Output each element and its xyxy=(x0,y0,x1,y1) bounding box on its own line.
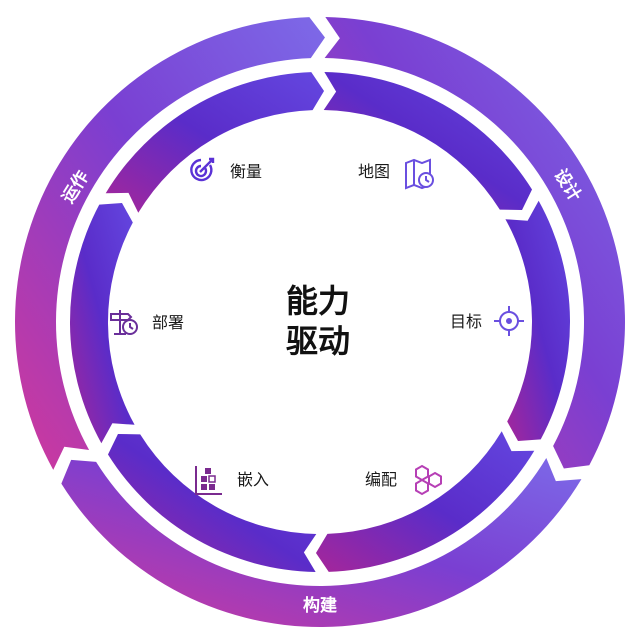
center-title-line2: 驱动 xyxy=(286,322,350,360)
inner-ring xyxy=(70,72,570,572)
inner-segment-measure xyxy=(105,72,325,213)
step-measure-label: 衡量 xyxy=(230,162,262,181)
outer-ring xyxy=(15,17,625,627)
inner-segment-embed xyxy=(107,433,317,572)
step-embed-label: 嵌入 xyxy=(237,470,269,489)
chart-blocks-icon xyxy=(195,466,222,495)
inner-segment-goal xyxy=(505,200,570,441)
step-orchestrate-label: 编配 xyxy=(365,470,397,489)
outer-segment-design xyxy=(324,17,625,469)
outer-segment-build xyxy=(61,457,582,627)
center-title-line1: 能力 xyxy=(286,282,350,320)
step-embed: 嵌入 xyxy=(195,466,269,495)
outer-segment-operate xyxy=(15,17,325,470)
inner-segment-map xyxy=(323,72,533,211)
step-goal: 目标 xyxy=(450,306,524,336)
outer-label-build: 构建 xyxy=(303,595,337,616)
hexagon-cluster-icon xyxy=(415,464,442,496)
inner-segment-orchestrate xyxy=(315,431,535,572)
step-measure: 衡量 xyxy=(190,157,262,182)
step-goal-label: 目标 xyxy=(450,312,482,331)
target-crosshair-icon xyxy=(494,306,524,336)
step-map: 地图 xyxy=(358,158,434,190)
signpost-clock-icon xyxy=(110,310,138,335)
inner-segment-deploy xyxy=(70,203,135,444)
step-orchestrate: 编配 xyxy=(365,464,442,496)
step-deploy-label: 部署 xyxy=(152,313,184,332)
target-arrow-icon xyxy=(190,157,215,182)
map-clock-icon xyxy=(405,158,434,190)
step-deploy: 部署 xyxy=(110,310,184,335)
step-map-label: 地图 xyxy=(358,162,390,181)
